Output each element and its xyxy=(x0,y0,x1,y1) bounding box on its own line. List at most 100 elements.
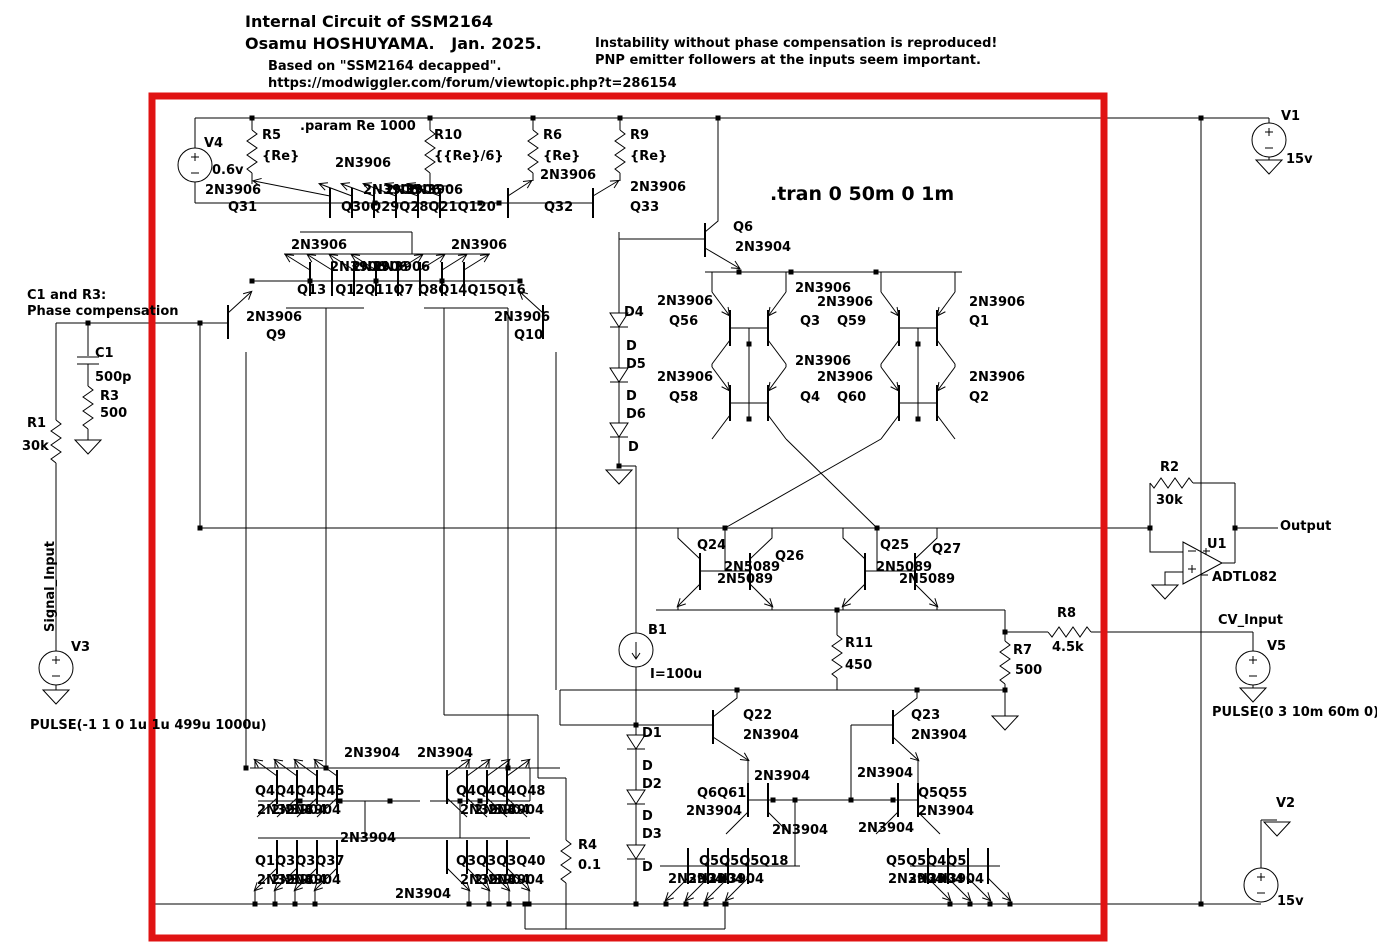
bm2-type-top: 2N3904 xyxy=(857,766,914,781)
d3-model: D xyxy=(642,860,653,875)
r11-name: R11 xyxy=(845,636,874,651)
q31-type: 2N3906 xyxy=(205,183,262,198)
q3-name: Q3 xyxy=(800,314,821,329)
q31-name: Q31 xyxy=(228,200,258,215)
transistor-base-bars xyxy=(227,188,989,884)
v4-value: 0.6v xyxy=(212,163,244,178)
r3-value: 500 xyxy=(100,406,128,421)
c1-name: C1 xyxy=(95,346,114,361)
q3-type: 2N3906 xyxy=(795,281,852,296)
d6-model: D xyxy=(628,440,639,455)
v3-name: V3 xyxy=(71,640,91,655)
voltage-source-v3 xyxy=(38,650,74,686)
bl4-type-overlap: 2N3904 xyxy=(460,873,517,888)
bm1-type-top: 2N3904 xyxy=(754,769,811,784)
bl2-type-overlap: 2N3904 xyxy=(460,803,517,818)
mid-array-type-left: 2N3906 xyxy=(291,238,348,253)
bl1-names: Q4Q4Q4Q45 xyxy=(255,784,345,799)
bm1-names: Q6Q61 xyxy=(697,786,747,801)
q4-type: 2N3906 xyxy=(795,354,852,369)
subtitle-based-on: Based on "SSM2164 decapped". xyxy=(268,59,502,74)
bl3-type-overlap: 2N3904 xyxy=(285,873,342,888)
q10-type: 2N3906 xyxy=(494,310,551,325)
v4-name: V4 xyxy=(204,136,224,151)
bl1-type-overlap: 2N3904 xyxy=(271,803,328,818)
note-pnp-followers: PNP emitter followers at the inputs seem… xyxy=(595,53,981,68)
r6-value: {Re} xyxy=(543,149,581,164)
top-array-names: Q30Q29Q28Q21Q120 xyxy=(341,200,496,215)
q23-type: 2N3904 xyxy=(911,728,968,743)
q2-type: 2N3906 xyxy=(969,370,1026,385)
bm4-type-overlap: 2N3904 xyxy=(888,872,945,887)
bm2-type-right: 2N3904 xyxy=(918,804,975,819)
phase-comp-note-1: C1 and R3: xyxy=(27,288,107,303)
v2-name: V2 xyxy=(1276,796,1296,811)
r9-name: R9 xyxy=(630,128,650,143)
d2-name: D2 xyxy=(642,777,662,792)
bm3-type-overlap: 2N3904 xyxy=(688,872,745,887)
signal-input-net: Signal_Input xyxy=(43,541,58,632)
q26-name: Q26 xyxy=(775,549,805,564)
q60-type: 2N3906 xyxy=(817,370,874,385)
q60-name: Q60 xyxy=(837,390,867,405)
q25-name: Q25 xyxy=(880,538,910,553)
phase-comp-note-2: Phase compensation xyxy=(27,304,179,319)
q24-name: Q24 xyxy=(697,538,727,553)
red-annotation-border xyxy=(148,92,1108,942)
bl1-type-overlap: 2N3904 xyxy=(257,803,314,818)
v1-name: V1 xyxy=(1281,109,1301,124)
d3-name: D3 xyxy=(642,827,662,842)
v5-pulse: PULSE(0 3 10m 60m 0) xyxy=(1212,705,1377,720)
d6-name: D6 xyxy=(626,407,646,422)
bm3-names: Q5Q5Q5Q18 xyxy=(699,854,789,869)
bl3-type-overlap: 2N3904 xyxy=(257,873,314,888)
q1-name: Q1 xyxy=(969,314,990,329)
bl-type-mid: 2N3904 xyxy=(340,831,397,846)
bm4-type-top: 2N3904 xyxy=(858,821,915,836)
r7-value: 500 xyxy=(1015,663,1043,678)
d4-name: D4 xyxy=(624,305,644,320)
q23-name: Q23 xyxy=(911,708,941,723)
bl4-type-overlap: 2N3904 xyxy=(474,873,531,888)
b1-name: B1 xyxy=(648,623,667,638)
v2-value: 15v xyxy=(1277,894,1304,909)
current-source-b1 xyxy=(618,632,654,668)
q56-type: 2N3906 xyxy=(657,294,714,309)
r4-value: 0.1 xyxy=(578,858,602,873)
q6-name: Q6 xyxy=(733,220,754,235)
c1-value: 500p xyxy=(95,370,132,385)
bl1-type-overlap: 2N3904 xyxy=(285,803,342,818)
d5-model: D xyxy=(626,389,637,404)
q58-name: Q58 xyxy=(669,390,699,405)
q59-type: 2N3906 xyxy=(817,295,874,310)
cv-input-net: CV_Input xyxy=(1218,613,1283,628)
component-symbols xyxy=(38,122,1287,903)
mid-array-type-right: 2N3906 xyxy=(451,238,508,253)
bl3-names: Q1Q3Q3Q37 xyxy=(255,854,345,869)
bl2-type-overlap: 2N3904 xyxy=(474,803,531,818)
bl-type-bottom: 2N3904 xyxy=(395,887,452,902)
junction-dots xyxy=(85,115,1238,907)
bm4-type-overlap: 2N3904 xyxy=(928,872,985,887)
top-array-type-overlap: 2N3906 xyxy=(385,183,442,198)
bl-type-top-2: 2N3904 xyxy=(417,746,474,761)
title-line1: Internal Circuit of SSM2164 xyxy=(245,12,493,31)
r4-name: R4 xyxy=(578,838,598,853)
q6-type: 2N3904 xyxy=(735,240,792,255)
b1-value: I=100u xyxy=(650,667,703,682)
bl2-names: Q4Q4Q4Q48 xyxy=(456,784,546,799)
q27-name: Q27 xyxy=(932,542,962,557)
q9-name: Q9 xyxy=(266,328,287,343)
q22-type: 2N3904 xyxy=(743,728,800,743)
bm3-type-overlap: 2N3904 xyxy=(668,872,725,887)
v1-value: 15v xyxy=(1286,152,1313,167)
top-array-type-left: 2N3906 xyxy=(335,156,392,171)
bl4-names: Q3Q3Q3Q40 xyxy=(456,854,546,869)
r7-name: R7 xyxy=(1013,643,1033,658)
r3-name: R3 xyxy=(100,389,120,404)
v5-name: V5 xyxy=(1267,639,1287,654)
mid-array-type-overlap: 2N3906 xyxy=(330,260,387,275)
